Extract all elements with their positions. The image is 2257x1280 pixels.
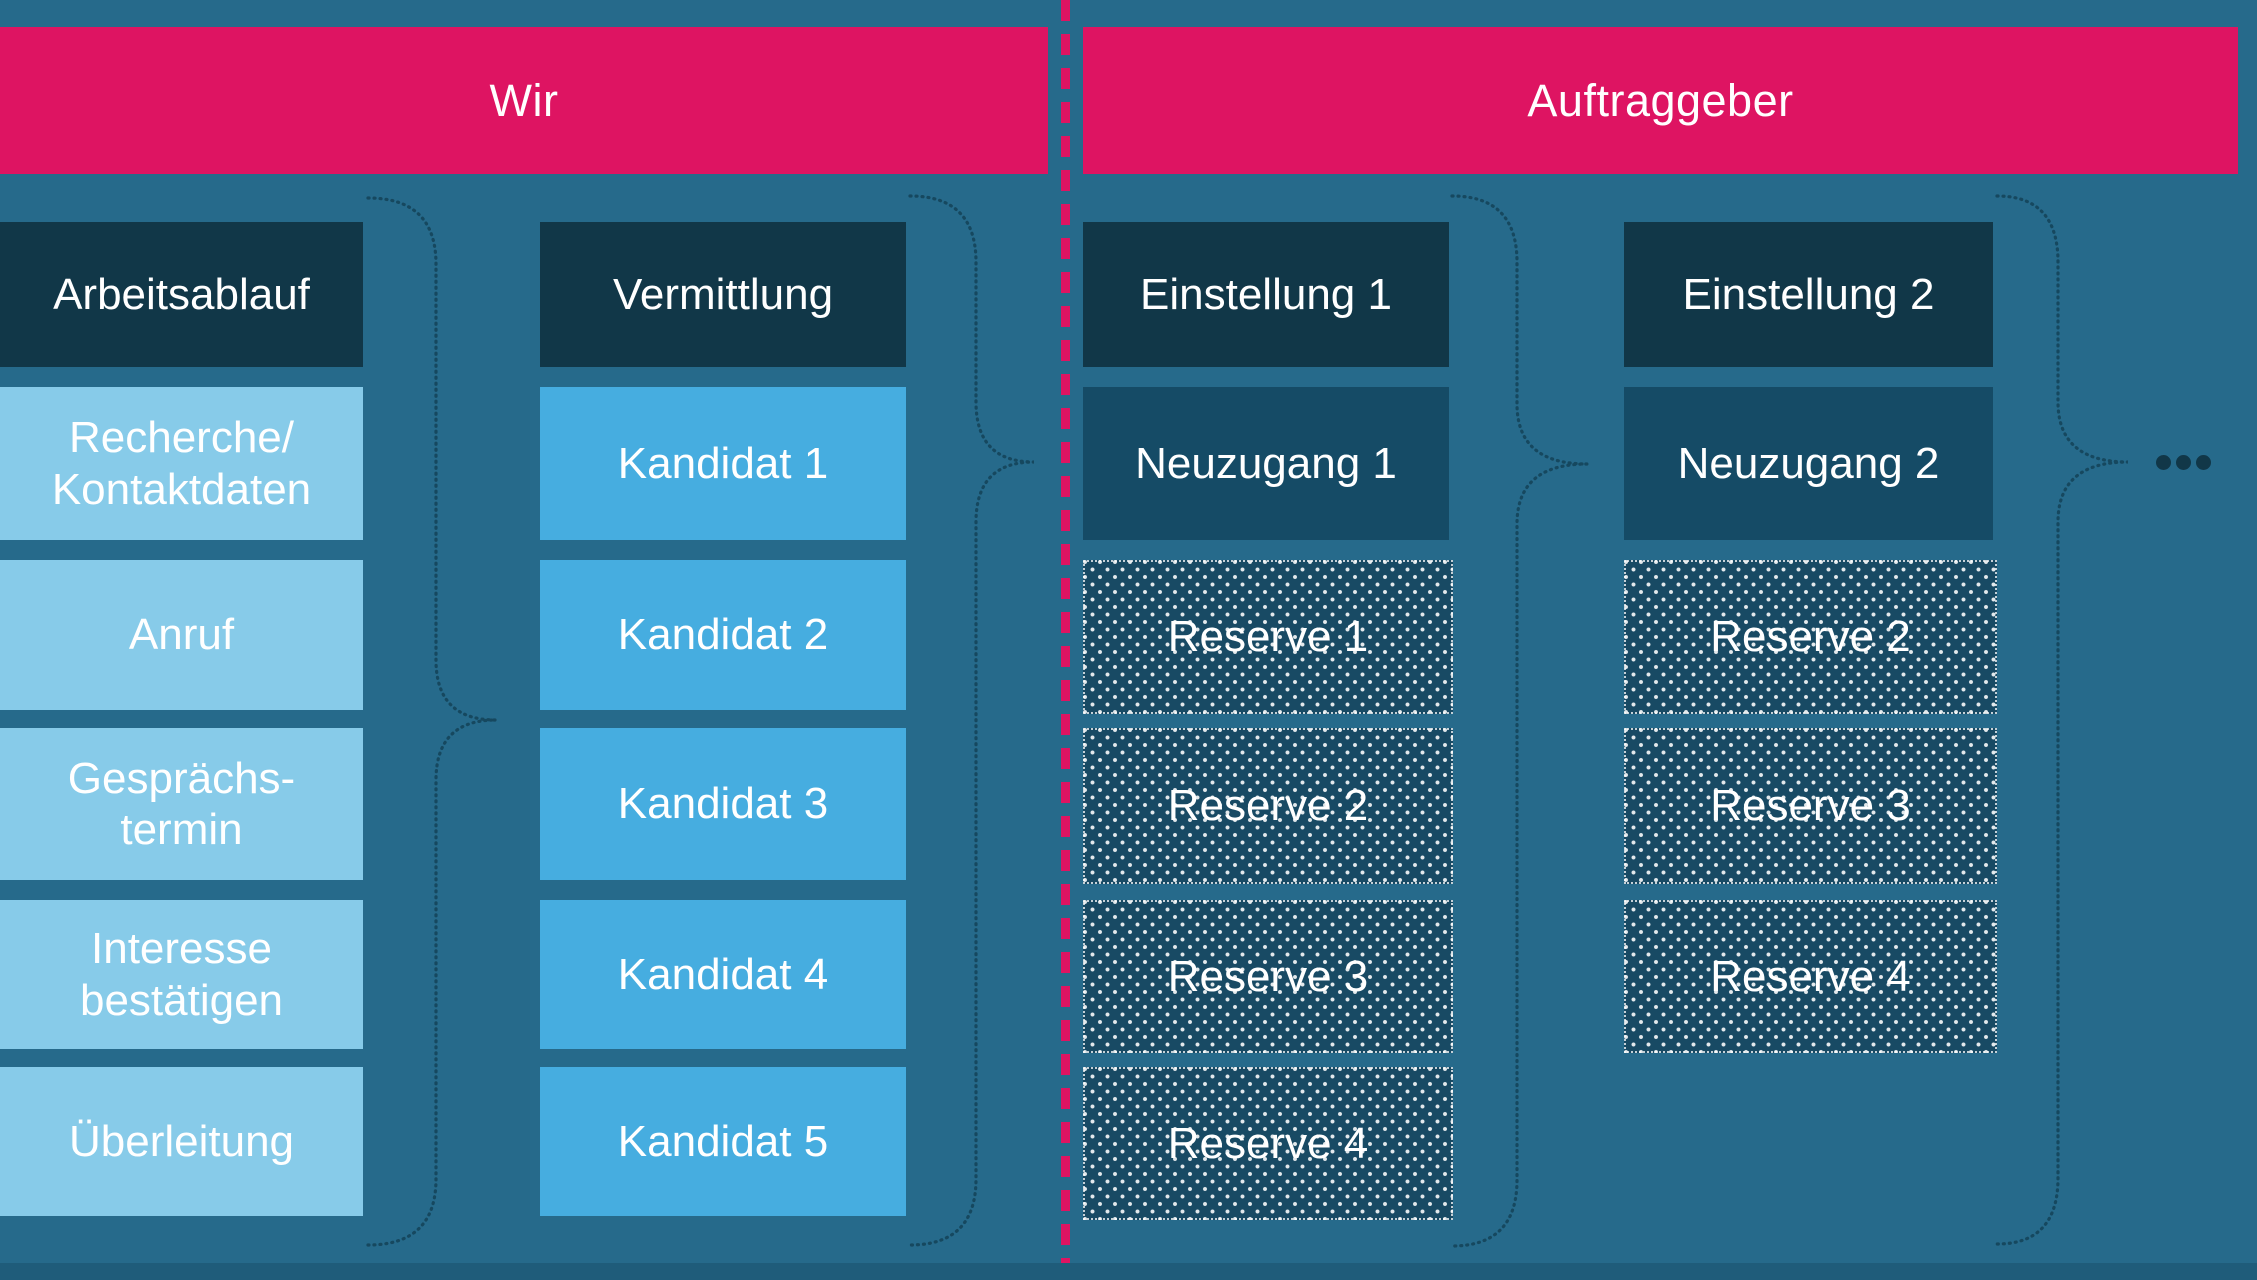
new-hire-box: Neuzugang 1: [1083, 387, 1449, 540]
hiring2-header-label: Einstellung 2: [1682, 269, 1935, 319]
candidate-label: Kandidat 3: [617, 779, 829, 829]
candidate-box: Kandidat 3: [540, 728, 906, 880]
reserve-label: Reserve 3: [1167, 951, 1369, 1001]
curly-brace-3: [1450, 194, 1588, 1248]
reserve-box: Reserve 4: [1624, 900, 1997, 1053]
workflow-step-box: Gesprächs- termin: [0, 728, 363, 880]
workflow-header-box: Arbeitsablauf: [0, 222, 363, 367]
ellipsis-dot: [2156, 455, 2171, 470]
workflow-step-box: Anruf: [0, 560, 363, 710]
placement-header-box: Vermittlung: [540, 222, 906, 367]
reserve-label: Reserve 4: [1710, 951, 1911, 1001]
curly-brace-4: [1995, 194, 2129, 1246]
reserve-box: Reserve 2: [1624, 560, 1997, 714]
candidate-box: Kandidat 2: [540, 560, 906, 710]
candidate-box: Kandidat 5: [540, 1067, 906, 1216]
reserve-box: Reserve 3: [1624, 728, 1997, 884]
new-hire-box: Neuzugang 2: [1624, 387, 1993, 540]
reserve-label: Reserve 1: [1167, 612, 1369, 662]
hiring2-header-box: Einstellung 2: [1624, 222, 1993, 367]
candidate-label: Kandidat 1: [617, 438, 829, 488]
reserve-box: Reserve 3: [1083, 900, 1453, 1053]
ellipsis-dot: [2196, 455, 2211, 470]
curly-brace-1: [366, 196, 497, 1247]
hiring1-header-label: Einstellung 1: [1140, 269, 1392, 319]
reserve-box: Reserve 4: [1083, 1067, 1453, 1220]
ellipsis-icon: [2156, 455, 2211, 470]
reserve-box: Reserve 2: [1083, 728, 1453, 884]
candidate-label: Kandidat 5: [617, 1116, 829, 1166]
workflow-header-label: Arbeitsablauf: [53, 269, 310, 319]
reserve-box: Reserve 1: [1083, 560, 1453, 714]
reserve-label: Reserve 3: [1710, 781, 1911, 831]
new-hire-label: Neuzugang 2: [1677, 438, 1940, 488]
reserve-label: Reserve 2: [1710, 612, 1911, 662]
bottom-edge-band: [0, 1263, 2257, 1280]
banner-wir-label: Wir: [489, 74, 559, 126]
banner-auftraggeber: Auftraggeber: [1083, 27, 2238, 174]
workflow-step-label: Recherche/ Kontaktdaten: [51, 413, 312, 514]
workflow-step-label: Anruf: [128, 610, 235, 660]
hiring1-header-box: Einstellung 1: [1083, 222, 1449, 367]
workflow-step-box: Überleitung: [0, 1067, 363, 1216]
reserve-label: Reserve 4: [1167, 1118, 1369, 1168]
curly-brace-2: [908, 194, 1035, 1247]
placement-header-label: Vermittlung: [612, 269, 834, 319]
new-hire-label: Neuzugang 1: [1135, 438, 1397, 488]
banner-wir: Wir: [0, 27, 1048, 174]
candidate-label: Kandidat 4: [617, 949, 829, 999]
divider-dashed-line: [1061, 0, 1070, 1280]
ellipsis-dot: [2176, 455, 2191, 470]
workflow-step-label: Interesse bestätigen: [79, 924, 284, 1025]
candidate-box: Kandidat 1: [540, 387, 906, 540]
workflow-step-label: Überleitung: [68, 1116, 295, 1166]
reserve-label: Reserve 2: [1167, 781, 1369, 831]
workflow-step-label: Gesprächs- termin: [67, 753, 296, 854]
candidate-box: Kandidat 4: [540, 900, 906, 1049]
candidate-label: Kandidat 2: [617, 610, 829, 660]
workflow-step-box: Interesse bestätigen: [0, 900, 363, 1049]
banner-auftraggeber-label: Auftraggeber: [1527, 74, 1794, 126]
workflow-step-box: Recherche/ Kontaktdaten: [0, 387, 363, 540]
